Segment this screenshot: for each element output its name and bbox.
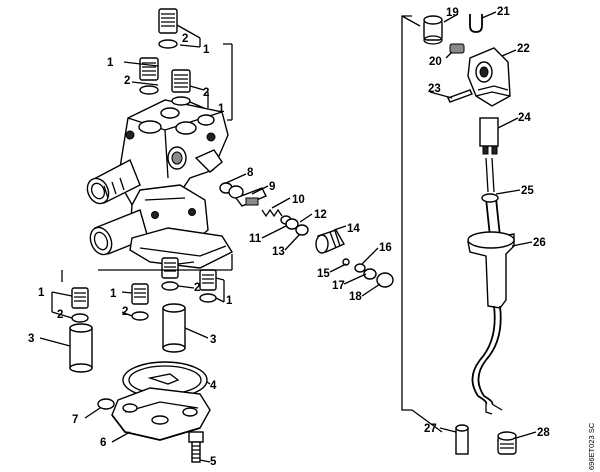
callout-2-right: 2 <box>203 87 209 99</box>
callout-2-bottom-right: 2 <box>194 282 200 294</box>
callout-6: 6 <box>100 437 106 449</box>
callout-2-left: 2 <box>124 75 130 87</box>
callout-3-right: 3 <box>210 334 216 346</box>
callout-21: 21 <box>497 6 510 18</box>
outlet-valve-parts <box>219 182 394 288</box>
bottom-valve-group <box>69 257 217 373</box>
top-valve-group <box>139 8 191 106</box>
electrical-parts <box>423 14 517 455</box>
leader-lines <box>39 11 537 463</box>
callout-2-top: 2 <box>182 33 188 45</box>
callout-24: 24 <box>518 112 531 124</box>
callout-19: 19 <box>446 7 459 19</box>
callout-17: 17 <box>332 280 345 292</box>
pump-housing <box>86 99 234 269</box>
callout-26: 26 <box>533 237 546 249</box>
callout-15: 15 <box>317 268 330 280</box>
callout-12: 12 <box>314 209 327 221</box>
callout-1-right: 1 <box>218 103 225 115</box>
callout-1-top: 1 <box>203 44 210 56</box>
callout-1-bottom-mid: 1 <box>110 288 117 300</box>
callout-8: 8 <box>247 167 254 179</box>
callout-27: 27 <box>424 423 437 435</box>
callout-3-left: 3 <box>28 333 34 345</box>
callout-13: 13 <box>272 246 285 258</box>
callout-4: 4 <box>210 380 217 392</box>
callout-14: 14 <box>347 223 360 235</box>
callout-2-bottom-mid: 2 <box>122 306 128 318</box>
callout-18: 18 <box>349 291 362 303</box>
callout-1-left: 1 <box>107 57 114 69</box>
callout-labels: 1 2 1 2 2 1 1 2 1 2 2 1 3 3 4 5 6 7 8 9 … <box>28 6 550 468</box>
callout-23: 23 <box>428 83 441 95</box>
callout-1-bottom-right: 1 <box>226 295 233 307</box>
drawing-code: 696ET023 SC <box>587 422 596 470</box>
callout-16: 16 <box>379 242 392 254</box>
callout-22: 22 <box>517 43 530 55</box>
callout-10: 10 <box>292 194 305 206</box>
callout-1-bottom-left: 1 <box>38 287 45 299</box>
callout-25: 25 <box>521 185 534 197</box>
cover-assembly <box>97 361 211 463</box>
callout-7: 7 <box>72 414 78 426</box>
callout-20: 20 <box>429 56 442 68</box>
callout-2-bottom-left: 2 <box>57 309 63 321</box>
callout-28: 28 <box>537 427 550 439</box>
callout-5: 5 <box>210 456 217 468</box>
callout-11: 11 <box>249 233 262 245</box>
callout-9: 9 <box>269 181 275 193</box>
